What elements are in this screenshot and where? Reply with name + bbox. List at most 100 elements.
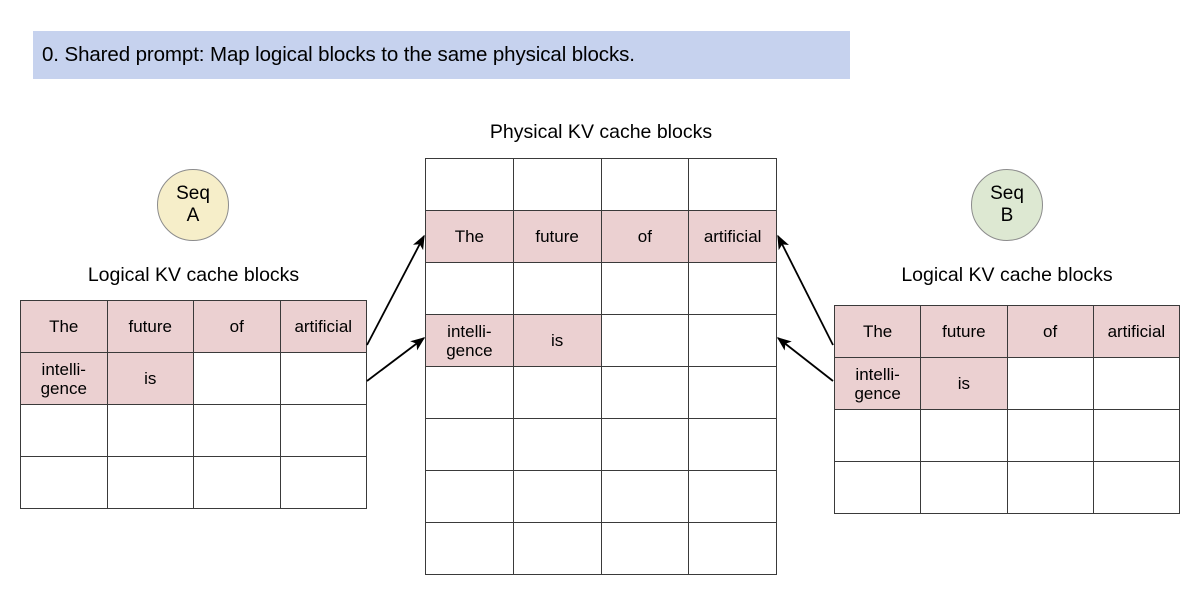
kv-block-cell: future	[106, 300, 194, 353]
kv-block-cell	[920, 409, 1008, 462]
seq-a-row1-to-physical-row3	[366, 337, 426, 382]
seq-b-label-line1: Seq	[990, 183, 1024, 204]
kv-block-cell: The	[833, 305, 922, 358]
kv-block-cell	[1006, 409, 1094, 462]
kv-block-cell: of	[600, 210, 690, 263]
kv-block-cell: of	[1006, 305, 1094, 358]
kv-block-cell: is	[920, 357, 1008, 410]
seq-a-label-line1: Seq	[176, 183, 210, 204]
shared-prompt-banner: 0. Shared prompt: Map logical blocks to …	[33, 31, 850, 79]
kv-block-cell	[20, 404, 108, 457]
kv-block-cell	[688, 262, 777, 315]
kv-block-cell	[425, 366, 514, 419]
seq-b-row1-to-physical-row3	[776, 337, 834, 382]
kv-block-cell	[600, 262, 690, 315]
kv-block-cell	[20, 456, 108, 509]
table-row	[20, 456, 367, 509]
kv-block-cell	[425, 262, 514, 315]
left-logical-blocks-title: Logical KV cache blocks	[87, 264, 300, 286]
kv-block-cell	[193, 404, 281, 457]
kv-block-cell	[512, 470, 602, 523]
kv-block-cell	[600, 470, 690, 523]
kv-block-cell: The	[425, 210, 514, 263]
seq-b-label-line2: B	[1000, 205, 1014, 226]
table-row	[425, 418, 777, 471]
kv-block-cell	[279, 404, 367, 457]
seq-b-row0-to-physical-row1	[777, 234, 834, 346]
kv-block-cell	[106, 456, 194, 509]
table-row	[425, 262, 777, 315]
kv-block-cell	[688, 470, 777, 523]
seq-a-badge: Seq A	[157, 169, 229, 241]
kv-block-cell: artificial	[279, 300, 367, 353]
kv-block-cell: intelli-gence	[425, 314, 514, 367]
kv-block-cell	[279, 456, 367, 509]
table-row	[833, 461, 1181, 514]
kv-block-cell	[425, 522, 514, 575]
kv-block-cell: The	[20, 300, 108, 353]
table-row	[425, 158, 777, 211]
seq-a-label-line2: A	[186, 205, 200, 226]
kv-block-cell	[688, 158, 777, 211]
kv-block-cell	[279, 352, 367, 405]
physical-blocks-title: Physical KV cache blocks	[489, 121, 713, 143]
kv-block-cell	[688, 418, 777, 471]
kv-block-cell: intelli-gence	[833, 357, 922, 410]
kv-block-cell	[600, 418, 690, 471]
kv-block-cell	[512, 262, 602, 315]
kv-block-cell	[425, 418, 514, 471]
kv-block-cell	[600, 158, 690, 211]
kv-block-cell	[193, 456, 281, 509]
kv-block-cell	[1092, 461, 1181, 514]
table-row	[425, 522, 777, 575]
kv-block-cell	[600, 314, 690, 367]
kv-block-cell	[600, 522, 690, 575]
kv-block-cell: artificial	[688, 210, 777, 263]
kv-block-cell: is	[512, 314, 602, 367]
kv-block-cell	[1092, 409, 1181, 462]
table-row	[425, 366, 777, 419]
kv-block-cell	[1092, 357, 1181, 410]
kv-block-cell	[106, 404, 194, 457]
kv-block-cell	[1006, 357, 1094, 410]
kv-block-cell: of	[193, 300, 281, 353]
seq-b-badge: Seq B	[971, 169, 1043, 241]
kv-block-cell	[512, 522, 602, 575]
kv-block-cell	[1006, 461, 1094, 514]
kv-block-cell: is	[106, 352, 194, 405]
kv-block-cell	[833, 409, 922, 462]
kv-block-cell	[688, 522, 777, 575]
kv-block-cell	[425, 158, 514, 211]
kv-block-cell: intelli-gence	[20, 352, 108, 405]
kv-block-cell	[512, 366, 602, 419]
kv-block-cell	[512, 158, 602, 211]
kv-block-cell: future	[512, 210, 602, 263]
kv-block-cell	[920, 461, 1008, 514]
kv-block-cell: artificial	[1092, 305, 1181, 358]
kv-block-cell	[512, 418, 602, 471]
kv-block-cell	[425, 470, 514, 523]
shared-prompt-banner-text: 0. Shared prompt: Map logical blocks to …	[42, 42, 635, 66]
kv-block-cell	[688, 314, 777, 367]
table-row	[20, 404, 367, 457]
kv-block-cell	[193, 352, 281, 405]
kv-block-cell	[688, 366, 777, 419]
right-logical-blocks-title: Logical KV cache blocks	[901, 264, 1113, 286]
kv-block-cell	[600, 366, 690, 419]
kv-block-cell	[833, 461, 922, 514]
kv-block-cell: future	[920, 305, 1008, 358]
seq-a-row0-to-physical-row1	[366, 234, 425, 346]
table-row	[833, 409, 1181, 462]
